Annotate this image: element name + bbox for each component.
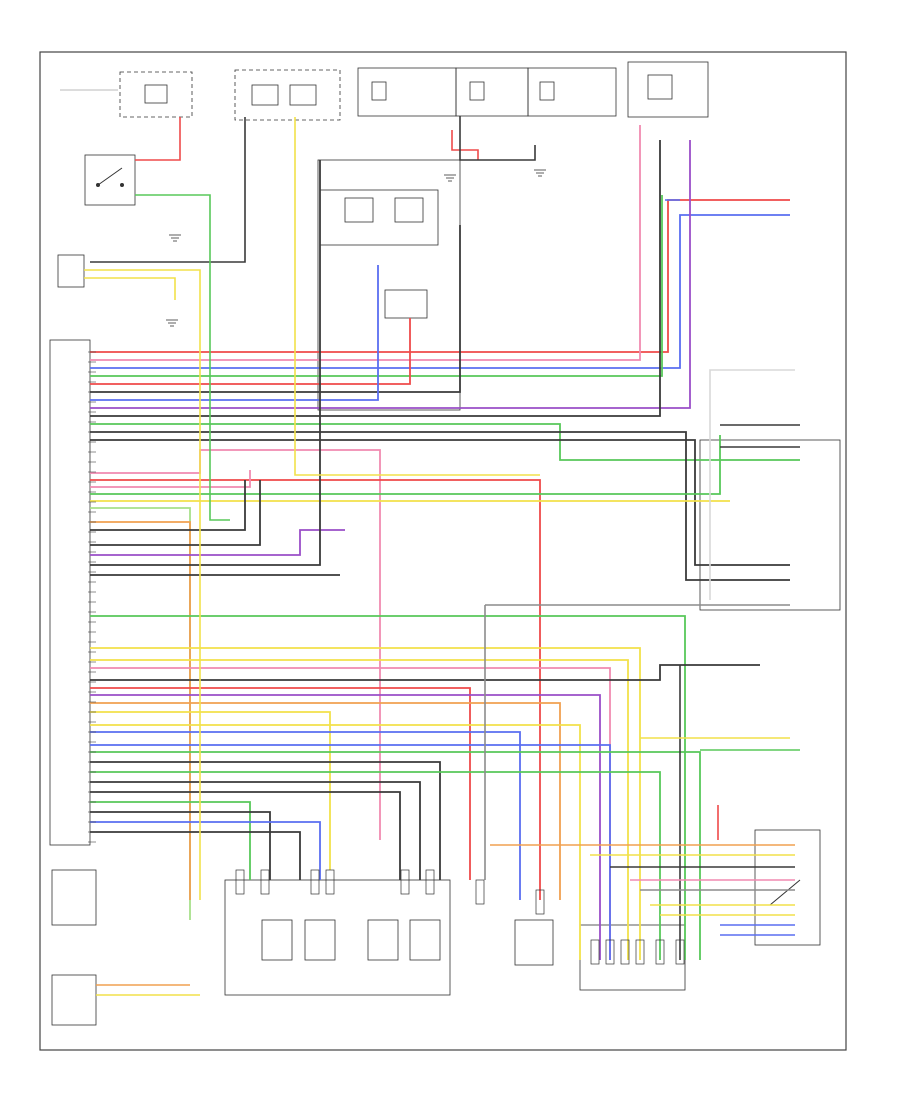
transmission-range-switch — [754, 829, 821, 946]
main-relay — [627, 61, 709, 118]
top-left-relay-box — [60, 71, 193, 118]
wire-mid-6 — [90, 521, 191, 900]
wire-upper-3 — [90, 195, 663, 377]
wire-labels — [88, 169, 685, 965]
connector-terminal — [605, 939, 615, 965]
ground-icon — [166, 319, 178, 327]
connector-terminal — [475, 879, 485, 905]
wire-low-19 — [90, 821, 321, 880]
wire-mid-5 — [90, 507, 191, 920]
speed-sensors — [514, 919, 554, 966]
wire-upper-0 — [90, 199, 790, 353]
connector-terminal — [635, 939, 645, 965]
connector-terminal — [590, 939, 600, 965]
wire-low-20 — [90, 831, 301, 880]
wire-upper-2 — [90, 214, 790, 369]
wire-upper-1 — [90, 125, 641, 361]
wire-upper-9 — [90, 423, 800, 461]
connector-terminal — [310, 869, 320, 895]
wire-low-14 — [90, 771, 661, 960]
wire-low-17 — [90, 801, 251, 880]
wire-low-11 — [90, 744, 611, 960]
wire-low-18 — [90, 811, 271, 880]
wire-low-15 — [90, 781, 421, 880]
wire-upper-8 — [90, 140, 661, 417]
wire-mid-3 — [90, 435, 721, 495]
wire-low-7 — [90, 702, 561, 900]
wire-low-1 — [90, 647, 641, 960]
wire-low-5 — [90, 687, 471, 880]
ground-icon — [534, 169, 546, 177]
connector-terminal — [235, 869, 245, 895]
connector-terminal — [260, 869, 270, 895]
wire-mid-2 — [90, 470, 251, 488]
wire-feed-6 — [451, 130, 479, 160]
wire-upper-5 — [90, 225, 461, 393]
wire-upper-4 — [90, 318, 411, 385]
left-small-box — [57, 254, 85, 288]
connector-terminal — [400, 869, 410, 895]
wire-upper-6 — [90, 265, 379, 401]
connector-terminal — [425, 869, 435, 895]
wire-low-9 — [90, 724, 581, 960]
ground-icon — [444, 174, 456, 182]
wire-mid-9 — [90, 529, 345, 556]
right-sensor-box — [699, 439, 841, 611]
transmission-solenoids — [224, 879, 451, 996]
wire-upper-7 — [90, 140, 691, 409]
wire-low-13 — [90, 761, 441, 880]
connector-terminal — [675, 939, 685, 965]
ground-icon — [169, 234, 181, 242]
wire-feed-9 — [709, 369, 795, 600]
wire-upper-11 — [90, 439, 790, 566]
diagram-frame — [39, 51, 847, 1051]
wire-feed-0 — [135, 117, 181, 161]
wire-feed-5 — [84, 277, 176, 300]
wire-low-12 — [90, 751, 701, 960]
wire-low-4 — [90, 664, 760, 681]
fuse-box-junction — [234, 69, 341, 121]
wire-low-2 — [90, 659, 629, 960]
wire-upper-10 — [90, 431, 790, 581]
wire-low-10 — [90, 731, 521, 900]
wire-low-16 — [90, 791, 401, 880]
starter-switch — [84, 154, 136, 206]
data-link-connector — [579, 924, 686, 991]
underhood-fuse-box — [357, 67, 617, 117]
wire-mid-8 — [90, 480, 261, 546]
pcm-relay-box — [317, 159, 461, 411]
pcm-module — [49, 339, 91, 846]
wire-feed-4 — [84, 269, 201, 900]
wire-mid-1 — [90, 479, 541, 900]
wire-low-8 — [90, 711, 331, 870]
wire-low-6 — [90, 694, 601, 960]
wire-feed-3 — [135, 194, 230, 521]
wire-feed-1 — [90, 117, 246, 263]
bottom-left-sensor — [51, 869, 97, 1026]
wire-feed-7 — [459, 116, 536, 161]
wire-harness — [84, 116, 800, 996]
wire-mid-7 — [90, 480, 246, 531]
connector-block — [384, 289, 428, 319]
connector-terminal — [620, 939, 630, 965]
wire-mid-10 — [90, 160, 321, 566]
connector-terminal — [655, 939, 665, 965]
connector-terminal — [325, 869, 335, 895]
wire-feed-2 — [294, 117, 540, 476]
connector-terminal — [535, 889, 545, 915]
